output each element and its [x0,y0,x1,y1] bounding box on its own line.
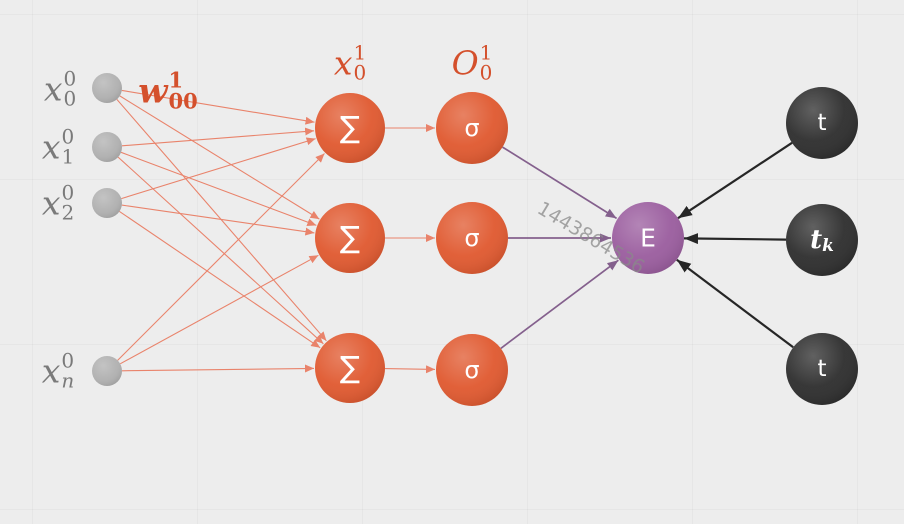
label-subscript: 1 [61,144,75,168]
edge-input-0-to-sum-1 [119,95,320,220]
sum-symbol: ∑ [340,221,360,256]
target-label-base: t [810,225,822,255]
input-node-circle [92,132,122,162]
input-label-0: x 0 0 [44,69,76,108]
hidden-sum-label: x 1 0 [334,43,366,82]
sigma-symbol: σ [464,224,479,252]
label-superscript: 0 [61,180,75,205]
edge-target-0-to-error [677,141,793,220]
edge-target-1-to-error [683,233,787,245]
edge-input-2-to-sum-1 [121,204,315,236]
label-scripts: 0 2 [61,183,74,222]
label-base: w [138,71,168,111]
weight-label: w 1 00 [138,70,198,111]
target-node-2: t [786,333,858,405]
input-node-1 [92,132,122,162]
label-superscript: 1 [479,40,493,65]
edge-input-3-to-sum-1 [119,254,319,365]
input-node-0 [92,73,122,103]
label-superscript: 1 [168,67,184,93]
label-base: O [451,43,479,83]
label-base: x [41,127,61,167]
edge-activation-2-to-error [500,259,619,350]
target-label: t [817,110,826,136]
activation-node-1: σ [436,202,508,274]
sum-layer: ∑ ∑ ∑ [315,93,385,403]
target-layer: t tk t [786,87,858,405]
input-node-circle [92,188,122,218]
edge-input-3-to-sum-0 [117,153,325,361]
label-base: x [333,43,353,83]
sum-symbol: ∑ [340,351,360,386]
edge-input-2-to-sum-0 [121,137,316,200]
edge-input-0-to-sum-0 [121,89,315,125]
edge-sum-2-to-activation-2 [384,365,436,374]
input-label-n: x 0 n [42,351,75,390]
input-node-circle [92,356,122,386]
edges [116,89,794,374]
edge-activation-0-to-error [502,146,618,220]
label-base: x [41,351,61,391]
error-label: E [640,224,656,253]
input-label-1: x 0 1 [42,127,74,166]
label-superscript: 0 [63,66,77,91]
activation-node-0: σ [436,92,508,164]
sigma-symbol: σ [464,114,479,142]
label-scripts: 0 0 [63,69,76,108]
sum-symbol: ∑ [340,111,360,146]
target-node-k: tk [786,204,858,276]
label-subscript: 0 [479,60,493,84]
target-label-k: tk [810,225,834,256]
label-scripts: 0 1 [61,127,74,166]
edge-target-2-to-error [676,258,794,349]
label-base: x [43,69,63,109]
label-superscript: 1 [353,40,367,65]
label-scripts: 1 0 [480,43,493,82]
output-label: O 1 0 [452,43,493,82]
label-subscript: 0 [63,86,77,110]
edge-input-1-to-sum-0 [121,127,315,147]
edge-input-2-to-sum-2 [119,210,321,349]
label-scripts: 1 0 [353,43,366,82]
activation-node-2: σ [436,334,508,406]
label-subscript: 2 [61,200,75,224]
input-layer [92,73,122,386]
input-label-2: x 0 2 [42,183,74,222]
sum-node-2: ∑ [315,333,385,403]
label-superscript: 0 [61,348,75,373]
target-label-subscript: k [822,236,834,256]
edge-input-1-to-sum-1 [120,151,317,226]
input-node-2 [92,188,122,218]
edge-input-3-to-sum-2 [121,364,315,373]
label-scripts: 0 n [61,351,74,390]
label-superscript: 0 [61,124,75,149]
edge-input-1-to-sum-2 [117,156,324,345]
label-scripts: 1 00 [169,70,198,111]
input-node-circle [92,73,122,103]
target-label: t [817,356,826,382]
activation-layer: σ σ σ [436,92,508,406]
input-node-n [92,356,122,386]
label-subscript: 00 [168,88,198,113]
label-subscript: n [61,368,75,392]
target-node-0: t [786,87,858,159]
sigma-symbol: σ [464,356,479,384]
label-base: x [41,183,61,223]
sum-node-1: ∑ [315,203,385,273]
sum-node-0: ∑ [315,93,385,163]
label-subscript: 0 [353,60,367,84]
